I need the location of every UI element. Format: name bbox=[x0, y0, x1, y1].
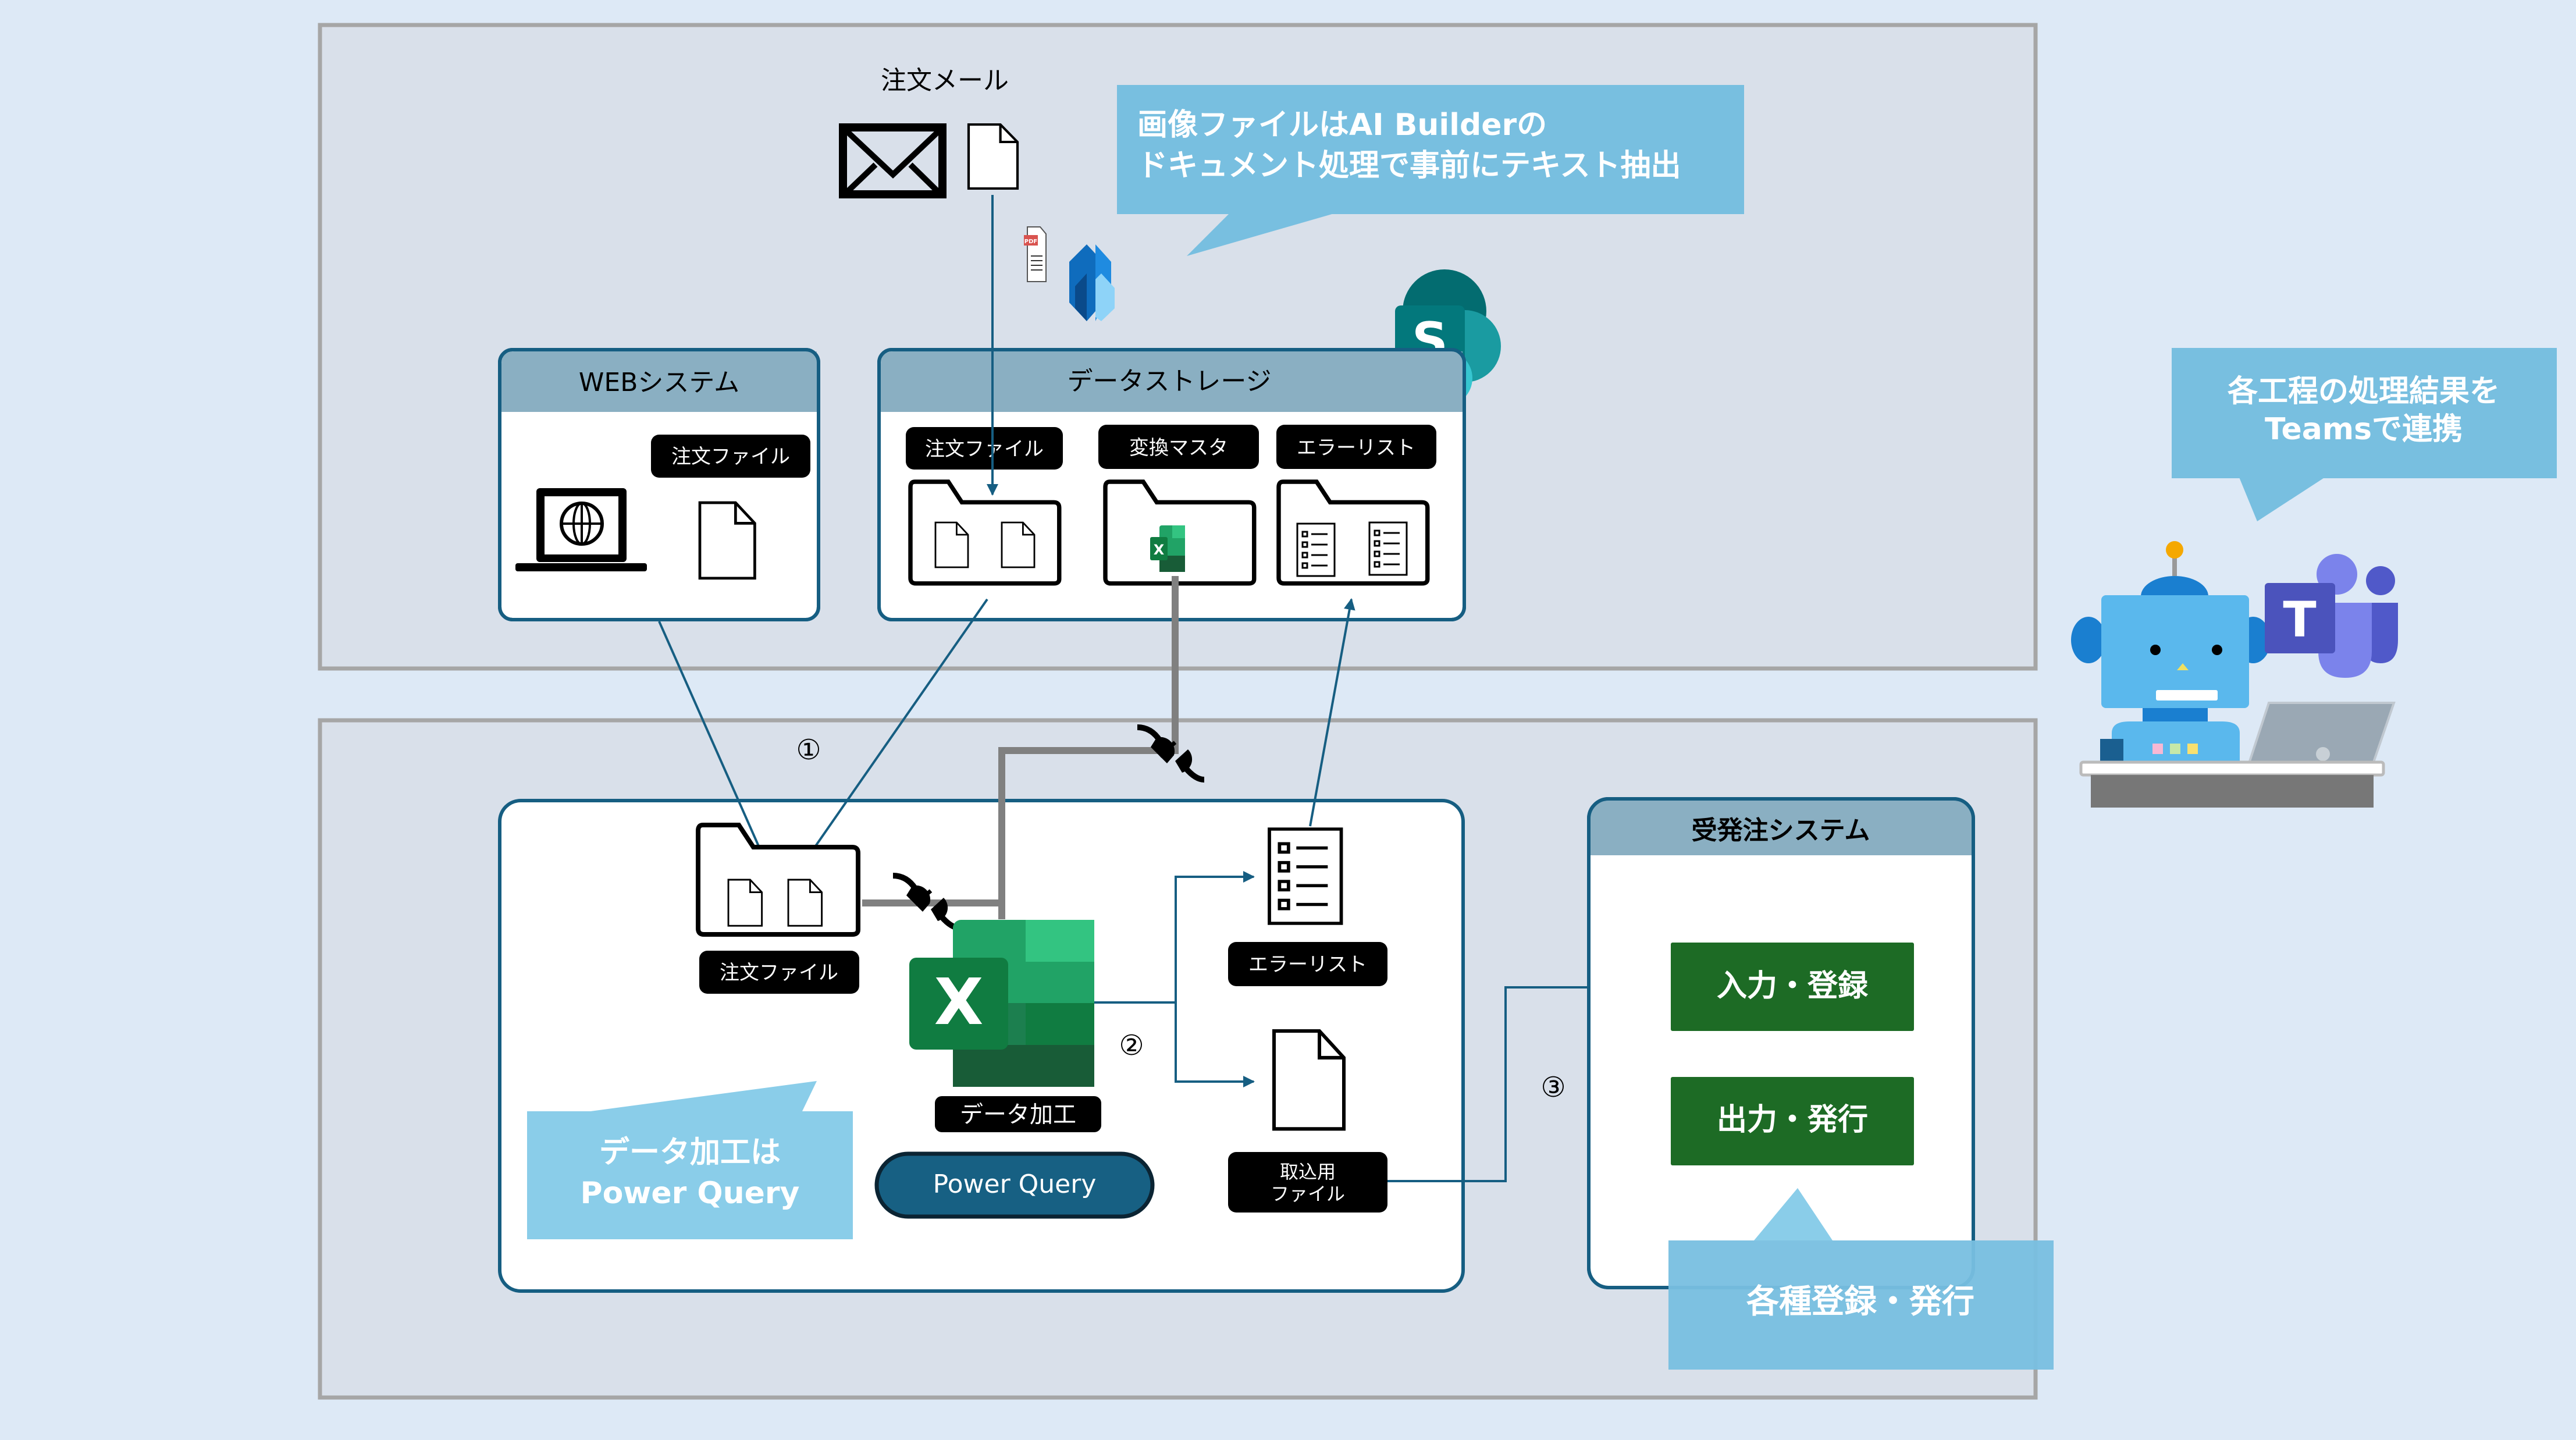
step2-label: ② bbox=[1119, 1029, 1144, 1062]
order-system-callout-text: 各種登録・発行 bbox=[1746, 1283, 1974, 1321]
svg-text:X: X bbox=[934, 965, 984, 1039]
order-system-callout: 各種登録・発行 bbox=[1668, 1188, 2054, 1370]
register-button-label: 入力・登録 bbox=[1717, 969, 1869, 1004]
excel-label-box bbox=[935, 1096, 1101, 1132]
import-file-label-line1: 取込用 bbox=[1280, 1161, 1336, 1183]
excel-to-errorlist-arrow bbox=[1094, 871, 1255, 1004]
master-connector-line bbox=[998, 576, 1179, 919]
errorlist-to-storage-arrow bbox=[1309, 598, 1355, 827]
ai-builder-callout-line1: 画像ファイルはAI Builderの bbox=[1137, 108, 1547, 143]
power-query-pill: Power Query bbox=[874, 1151, 1155, 1219]
teams-icon: T bbox=[2265, 554, 2398, 678]
ai-builder-callout-line2: ドキュメント処理で事前にテキスト抽出 bbox=[1137, 148, 1681, 183]
excel-label: データ加工 bbox=[960, 1101, 1076, 1128]
teams-callout: 各工程の処理結果を Teamsで連携 bbox=[2172, 348, 2557, 521]
web-to-folder-arrow bbox=[658, 621, 771, 872]
web-file-label-box bbox=[651, 435, 810, 478]
input-folder-label-box bbox=[699, 951, 859, 994]
storage-folder-label: 注文ファイル bbox=[925, 438, 1044, 461]
email-document-icon bbox=[969, 125, 1017, 189]
import-file-label-line2: ファイル bbox=[1271, 1183, 1345, 1205]
web-file-label: 注文ファイル bbox=[671, 445, 790, 468]
import-file-icon bbox=[1274, 1031, 1344, 1129]
document-icon bbox=[934, 521, 969, 568]
step3-label: ③ bbox=[1540, 1071, 1565, 1104]
excel-to-importfile-arrow bbox=[1175, 1002, 1255, 1087]
checklist-icon bbox=[1296, 522, 1336, 577]
web-system-title: WEBシステム bbox=[579, 368, 739, 397]
document-icon bbox=[1001, 521, 1036, 568]
error-list-icon bbox=[1269, 829, 1342, 923]
issue-button[interactable] bbox=[1671, 1077, 1914, 1165]
svg-text:PDF: PDF bbox=[1024, 239, 1037, 245]
svg-text:X: X bbox=[1154, 542, 1165, 558]
storage-folder-label: 変換マスタ bbox=[1129, 436, 1228, 460]
storage-folder-label-box bbox=[906, 427, 1063, 470]
data-storage-box: データストレージ 注文ファイル 変換マスタ X エラーリスト bbox=[877, 348, 1466, 621]
email-label: 注文メール bbox=[881, 66, 1009, 95]
power-query-callout: データ加工は Power Query bbox=[527, 1081, 853, 1239]
desk bbox=[2079, 760, 2385, 808]
teams-callout-line1: 各工程の処理結果を bbox=[2228, 374, 2500, 409]
storage-folder-label-box bbox=[1098, 425, 1259, 469]
order-system-title: 受発注システム bbox=[1692, 816, 1870, 845]
power-query-callout-line1: データ加工は bbox=[599, 1135, 781, 1170]
checklist-icon bbox=[1368, 521, 1408, 576]
document-icon bbox=[727, 879, 763, 927]
data-storage-title: データストレージ bbox=[1067, 367, 1271, 396]
power-query-callout-line2: Power Query bbox=[581, 1176, 800, 1211]
register-button[interactable] bbox=[1671, 943, 1914, 1031]
error-list-label-box bbox=[1228, 942, 1387, 986]
storage-folder-label: エラーリスト bbox=[1297, 436, 1415, 460]
ai-builder-callout: 画像ファイルはAI Builderの ドキュメント処理で事前にテキスト抽出 bbox=[1117, 85, 1744, 256]
web-document-icon bbox=[700, 503, 755, 578]
web-system-box: WEBシステム 注文ファイル bbox=[498, 348, 820, 621]
pdf-icon: PDF bbox=[1024, 226, 1047, 282]
import-file-label-box bbox=[1228, 1152, 1387, 1213]
excel-data-processing-icon: X bbox=[909, 920, 1094, 1087]
input-folder-label: 注文ファイル bbox=[720, 961, 838, 984]
ai-builder-icon bbox=[1069, 244, 1115, 321]
storage-folder-label-box bbox=[1276, 425, 1436, 469]
power-query-label: Power Query bbox=[933, 1169, 1097, 1199]
error-list-label: エラーリスト bbox=[1248, 953, 1367, 976]
svg-text:T: T bbox=[2283, 591, 2316, 648]
teams-callout-line2: Teamsで連携 bbox=[2265, 412, 2463, 447]
robot-icon bbox=[2071, 541, 2271, 780]
issue-button-label: 出力・発行 bbox=[1717, 1103, 1868, 1137]
envelope-icon bbox=[839, 123, 947, 198]
excel-icon: X bbox=[1150, 525, 1185, 572]
document-icon bbox=[787, 879, 823, 927]
importfile-to-ordersystem-arrow bbox=[1387, 982, 1668, 1182]
order-system-box: 受発注システム 入力・登録 出力・発行 bbox=[1587, 797, 1975, 1289]
step1-label: ① bbox=[796, 734, 821, 766]
storage-to-folder-arrow bbox=[797, 598, 988, 872]
laptop-globe-icon bbox=[515, 488, 647, 571]
